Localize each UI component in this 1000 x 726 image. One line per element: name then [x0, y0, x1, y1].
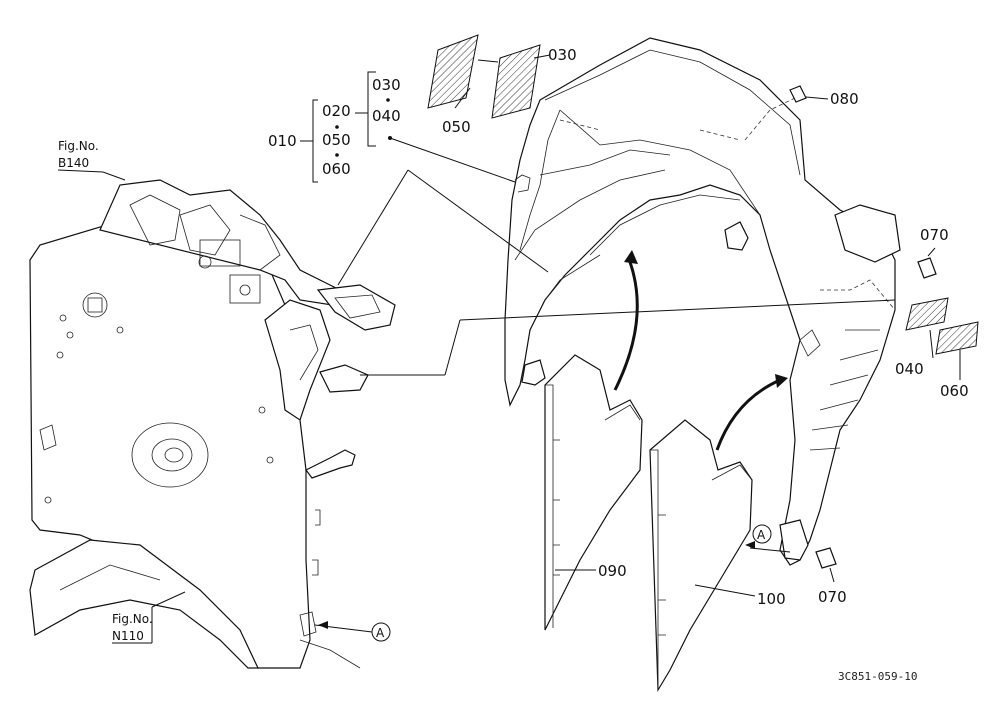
callout-circle-a-mid: [752, 524, 772, 544]
drawing-code: 3C851-059-10: [838, 670, 917, 683]
label-090: 090: [598, 562, 627, 580]
panel-090: [544, 354, 643, 631]
panel-100: [649, 419, 753, 693]
label-070-bottom: 070: [818, 588, 847, 606]
decal-060: [935, 321, 979, 355]
label-040-right: 040: [895, 360, 924, 378]
decal-030: [491, 44, 541, 119]
label-060-set: 060: [322, 160, 351, 178]
callout-circle-a-bottom: [371, 622, 391, 642]
main-cover: [504, 37, 901, 566]
fig-ref-b140-code: B140: [58, 156, 89, 170]
label-050-top: 050: [442, 118, 471, 136]
decal-040: [905, 297, 949, 331]
mark-a-bottom: A: [376, 626, 385, 640]
label-050-set: 050: [322, 131, 351, 149]
label-030-set: 030: [372, 76, 401, 94]
fig-ref-b140-label: Fig.No.: [58, 139, 99, 153]
swing-arrows: [613, 250, 788, 451]
bolt-080: [789, 85, 829, 103]
mark-a-mid: A: [757, 528, 766, 542]
bolt-070-top: [917, 247, 937, 279]
label-030-top: 030: [548, 46, 577, 64]
label-020: 020: [322, 102, 351, 120]
left-frame-assembly: [29, 179, 396, 669]
label-010: 010: [268, 132, 297, 150]
group-brackets: [300, 71, 390, 183]
label-060-right: 060: [940, 382, 969, 400]
fig-ref-n110-label: Fig.No.: [112, 612, 153, 626]
fig-ref-n110-code: N110: [112, 629, 144, 643]
label-040-set: 040: [372, 107, 401, 125]
bolt-070-bottom: [815, 547, 837, 583]
decal-050: [427, 34, 479, 109]
label-070-top: 070: [920, 226, 949, 244]
label-100: 100: [757, 590, 786, 608]
label-080: 080: [830, 90, 859, 108]
leader-lines: [102, 54, 961, 633]
